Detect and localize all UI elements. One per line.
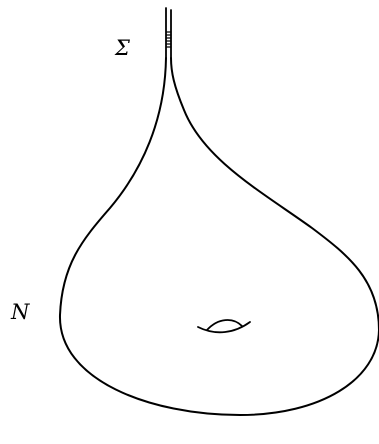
handle-lower-arc <box>198 322 250 332</box>
manifold-outline <box>60 58 379 415</box>
manifold-label: N <box>11 302 29 323</box>
boundary-label: Σ <box>115 38 130 59</box>
handle <box>198 320 250 332</box>
